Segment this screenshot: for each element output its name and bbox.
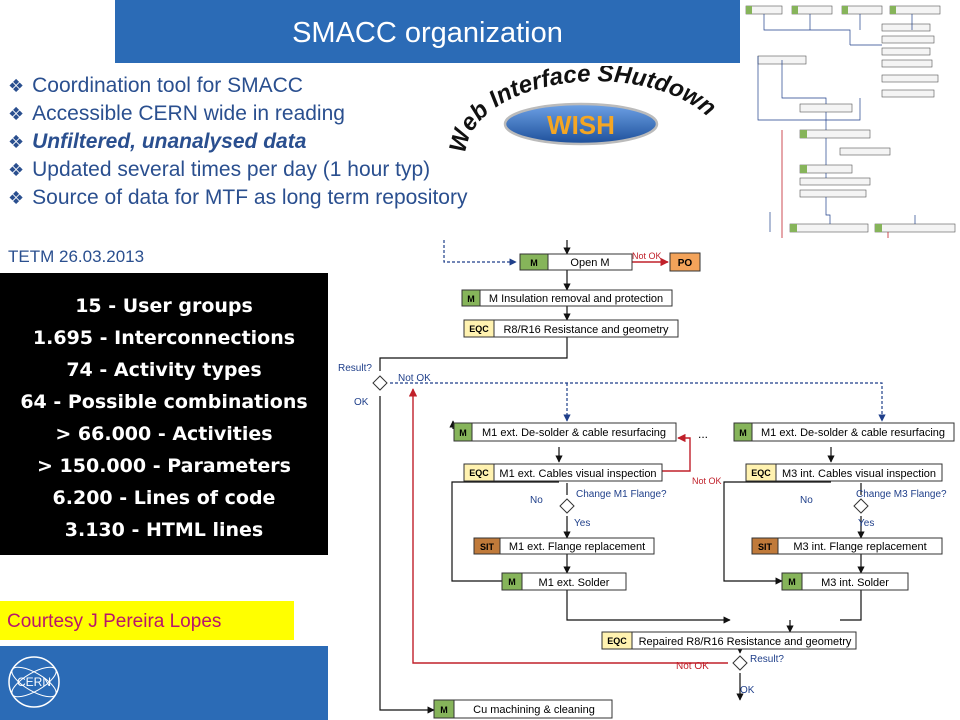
svg-text:M: M [739, 428, 747, 438]
stat-line: > 66.000 - Activities [55, 423, 273, 445]
svg-text:Open M: Open M [570, 257, 609, 269]
label-no: No [800, 495, 813, 506]
label-change-m1: Change M1 Flange? [576, 489, 667, 500]
bullet-list: ❖Coordination tool for SMACC ❖Accessible… [8, 72, 467, 212]
bullet-item: ❖Source of data for MTF as long term rep… [8, 186, 468, 209]
bullet-item: ❖Updated several times per day (1 hour t… [8, 158, 431, 181]
courtesy-box [0, 601, 294, 640]
bullet-item: ❖Coordination tool for SMACC [8, 74, 303, 97]
slide-title: SMACC organization [292, 17, 563, 49]
svg-text:M1 ext. Cables visual inspecti: M1 ext. Cables visual inspection [499, 468, 656, 480]
node-m1-cables: EQC M1 ext. Cables visual inspection [463, 463, 663, 482]
svg-text:M: M [530, 258, 538, 268]
bullet-item: ❖Accessible CERN wide in reading [8, 102, 345, 125]
svg-text:M3 int. Solder: M3 int. Solder [821, 577, 889, 589]
svg-text:M: M [459, 428, 467, 438]
node-m1-desolder-right: M M1 ext. De-solder & cable resurfacing [733, 422, 955, 442]
node-repaired: EQC Repaired R8/R16 Resistance and geome… [601, 631, 857, 650]
wish-center-text: WISH [547, 110, 615, 140]
label-ok: OK [740, 685, 755, 696]
label-ok: OK [354, 397, 369, 408]
svg-text:M1 ext. Flange replacement: M1 ext. Flange replacement [509, 541, 645, 553]
node-m3-flange: SIT M3 int. Flange replacement [751, 537, 943, 555]
svg-text:EQC: EQC [751, 468, 771, 478]
diamond-bullet-icon: ❖ [8, 188, 25, 208]
date-label: TETM 26.03.2013 [8, 247, 145, 266]
svg-text:M: M [440, 705, 448, 715]
svg-text:Repaired R8/R16 Resistance and: Repaired R8/R16 Resistance and geometry [639, 636, 852, 648]
title-bar [115, 0, 740, 63]
svg-text:PO: PO [678, 258, 693, 269]
svg-text:M: M [467, 294, 475, 304]
flowchart: M Open M PO M M Insulation removal and p… [338, 240, 955, 719]
diamond-bullet-icon: ❖ [8, 132, 25, 152]
node-m1-solder: M M1 ext. Solder [501, 572, 627, 591]
label-yes: Yes [574, 518, 590, 529]
node-po: PO [669, 252, 701, 272]
stat-line: 15 - User groups [75, 295, 253, 317]
label-change-m3: Change M3 Flange? [856, 489, 947, 500]
stat-line: 3.130 - HTML lines [64, 519, 264, 541]
svg-text:EQC: EQC [469, 324, 489, 334]
svg-text:SIT: SIT [758, 542, 773, 552]
label-yes: Yes [858, 518, 874, 529]
svg-text:M1 ext. De-solder & cable resu: M1 ext. De-solder & cable resurfacing [482, 427, 666, 439]
node-cu: M Cu machining & cleaning [433, 699, 613, 719]
stat-line: 64 - Possible combinations [20, 391, 308, 413]
label-result: Result? [338, 363, 372, 374]
label-ellipsis: ... [698, 427, 708, 441]
svg-text:M: M [788, 577, 796, 587]
stats-box: 15 - User groups 1.695 - Interconnection… [0, 273, 328, 555]
diamond-bullet-icon: ❖ [8, 160, 25, 180]
courtesy-text: Courtesy J Pereira Lopes [7, 611, 222, 632]
node-m1-flange: SIT M1 ext. Flange replacement [473, 537, 655, 555]
svg-text:EQC: EQC [469, 468, 489, 478]
diamond-bullet-icon: ❖ [8, 104, 25, 124]
svg-text:M: M [508, 577, 516, 587]
stat-line: 1.695 - Interconnections [32, 327, 296, 349]
stat-line: 74 - Activity types [66, 359, 262, 381]
svg-text:SIT: SIT [480, 542, 495, 552]
svg-text:EQC: EQC [607, 636, 627, 646]
node-m1-desolder: M M1 ext. De-solder & cable resurfacing [453, 422, 677, 442]
svg-text:M1 ext. Solder: M1 ext. Solder [539, 577, 610, 589]
svg-text:M1 ext. De-solder & cable resu: M1 ext. De-solder & cable resurfacing [761, 427, 945, 439]
footer-bar [0, 646, 328, 720]
svg-text:M3 int. Cables visual inspecti: M3 int. Cables visual inspection [782, 468, 936, 480]
label-not-ok: Not OK [692, 476, 722, 486]
svg-text:M Insulation removal and prote: M Insulation removal and protection [489, 293, 663, 305]
svg-text:Cu machining & cleaning: Cu machining & cleaning [473, 704, 595, 716]
label-no: No [530, 495, 543, 506]
node-r8r16: EQC R8/R16 Resistance and geometry [463, 319, 679, 338]
node-open-m: M Open M [519, 253, 633, 271]
node-m3-solder: M M3 int. Solder [781, 572, 909, 591]
label-not-ok: Not OK [676, 661, 709, 672]
label-not-ok: Not OK [398, 373, 431, 384]
node-insulation: M M Insulation removal and protection [461, 289, 673, 307]
svg-text:R8/R16 Resistance and geometry: R8/R16 Resistance and geometry [503, 324, 669, 336]
flowchart-thumbnail [740, 0, 960, 238]
label-result: Result? [750, 654, 784, 665]
bullet-item: ❖Unfiltered, unanalysed data [8, 130, 307, 153]
stat-line: 6.200 - Lines of code [52, 487, 276, 509]
node-m3-cables: EQC M3 int. Cables visual inspection [745, 463, 943, 482]
stat-line: > 150.000 - Parameters [37, 455, 291, 477]
cern-logo-text: CERN [17, 675, 51, 689]
wish-logo-icon: Web Interface SHutdown WISH [444, 66, 721, 155]
label-not-ok: Not OK [632, 251, 662, 261]
svg-text:M3 int. Flange replacement: M3 int. Flange replacement [793, 541, 926, 553]
diamond-bullet-icon: ❖ [8, 76, 25, 96]
cern-logo-icon: CERN [8, 656, 60, 708]
